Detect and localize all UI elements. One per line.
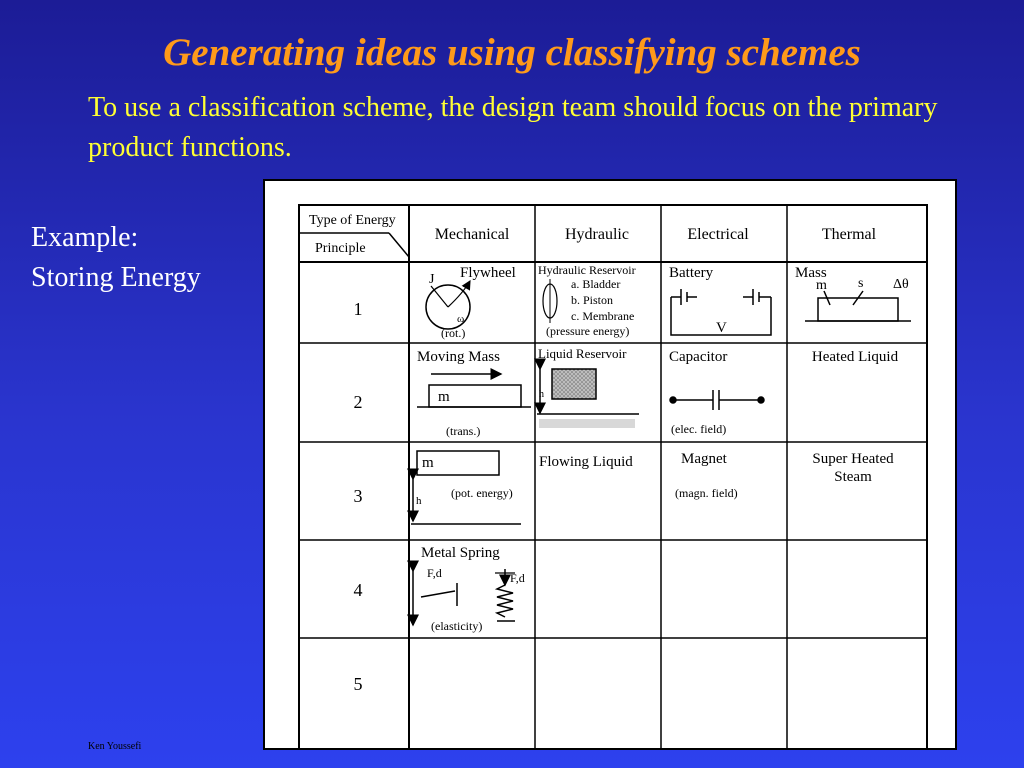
example-line-2: Storing Energy <box>31 262 201 293</box>
classification-table: Type of Energy Principle Mechanical Hydr… <box>298 204 928 752</box>
steam-label: Steam <box>834 469 872 485</box>
slide-title: Generating ideas using classifying schem… <box>163 31 861 74</box>
classification-figure: Type of Energy Principle Mechanical Hydr… <box>263 179 957 752</box>
author-footer: Ken Youssefi <box>88 741 142 752</box>
thermal-s-label: s <box>858 276 863 291</box>
capacitor-note: (elec. field) <box>671 422 726 436</box>
flywheel-omega-label: ω <box>457 313 464 325</box>
cell-magnet: Magnet (magn. field) <box>675 451 738 500</box>
battery-symbol-icon <box>671 289 697 305</box>
row-number-4: 4 <box>354 580 363 600</box>
row-number-1: 1 <box>354 299 363 319</box>
super-heated-label: Super Heated <box>812 451 894 467</box>
cell-liquid-reservoir: Liquid Reservoir h <box>534 346 639 428</box>
row-number-5: 5 <box>354 674 363 694</box>
raised-mass-block-icon <box>416 450 500 476</box>
potential-energy-note: (pot. energy) <box>451 486 513 500</box>
cell-flywheel: Flywheel J ω (rot.) <box>425 265 516 340</box>
cell-thermal-mass: Mass m s Δθ <box>795 265 911 322</box>
moving-mass-note: (trans.) <box>446 424 480 438</box>
cell-metal-spring: Metal Spring F,d F,d (elasticity) <box>407 545 525 633</box>
liquid-tank-icon <box>551 368 597 400</box>
flywheel-j-label: J <box>429 272 435 287</box>
cell-battery: Battery V <box>669 265 772 336</box>
row-number-2: 2 <box>354 392 363 412</box>
capacitor-symbol-icon <box>669 390 765 410</box>
flywheel-disc-icon <box>425 284 471 330</box>
reservoir-option-c: c. Membrane <box>571 309 634 323</box>
hydraulic-note: (pressure energy) <box>546 324 629 338</box>
capacitor-label: Capacitor <box>669 349 727 365</box>
header-thermal: Thermal <box>822 226 877 243</box>
thermal-delta-theta-label: Δθ <box>893 277 909 292</box>
row-number-3: 3 <box>354 486 363 506</box>
metal-spring-label: Metal Spring <box>421 545 500 561</box>
example-line-1: Example: <box>31 222 139 253</box>
corner-energy-label: Type of Energy <box>309 213 396 228</box>
magnet-label: Magnet <box>681 451 728 467</box>
liquid-reservoir-label: Liquid Reservoir <box>538 346 627 361</box>
flywheel-note: (rot.) <box>441 326 465 340</box>
moving-mass-label: Moving Mass <box>417 349 500 365</box>
moving-mass-m-label: m <box>438 389 450 405</box>
reservoir-option-b: b. Piston <box>571 293 613 307</box>
example-label: Example: Storing Energy <box>31 218 201 298</box>
flowing-liquid-label: Flowing Liquid <box>539 454 633 470</box>
header-hydraulic: Hydraulic <box>565 226 629 243</box>
cell-potential-energy: m h (pot. energy) <box>407 450 521 525</box>
reservoir-option-a: a. Bladder <box>571 277 620 291</box>
spring-force-label-1: F,d <box>427 566 442 580</box>
flywheel-label: Flywheel <box>460 265 516 281</box>
header-electrical: Electrical <box>687 226 749 243</box>
spring-force-label-2: F,d <box>510 571 525 585</box>
battery-label: Battery <box>669 265 714 281</box>
raised-mass-h-label: h <box>416 495 422 507</box>
thermal-mass-label: Mass <box>795 265 827 281</box>
thermal-m-label: m <box>816 278 827 293</box>
cell-moving-mass: Moving Mass m (trans.) <box>417 349 531 438</box>
hydraulic-reservoir-label: Hydraulic Reservoir <box>538 263 636 277</box>
magnet-note: (magn. field) <box>675 486 738 500</box>
cell-capacitor: Capacitor (elec. field) <box>669 349 765 436</box>
coil-spring-icon <box>494 584 514 618</box>
spring-note: (elasticity) <box>431 619 482 633</box>
cell-hydraulic-reservoir: Hydraulic Reservoir a. Bladder b. Piston… <box>538 263 636 338</box>
header-mechanical: Mechanical <box>435 226 510 243</box>
liquid-reservoir-h-label: h <box>539 389 544 400</box>
battery-voltage-label: V <box>716 320 727 336</box>
cell-super-heated-steam: Super Heated Steam <box>812 451 894 485</box>
slide-subtitle: To use a classification scheme, the desi… <box>88 92 938 163</box>
heated-liquid-label: Heated Liquid <box>812 349 899 365</box>
raised-mass-m-label: m <box>422 455 434 471</box>
corner-principle-label: Principle <box>315 241 366 256</box>
